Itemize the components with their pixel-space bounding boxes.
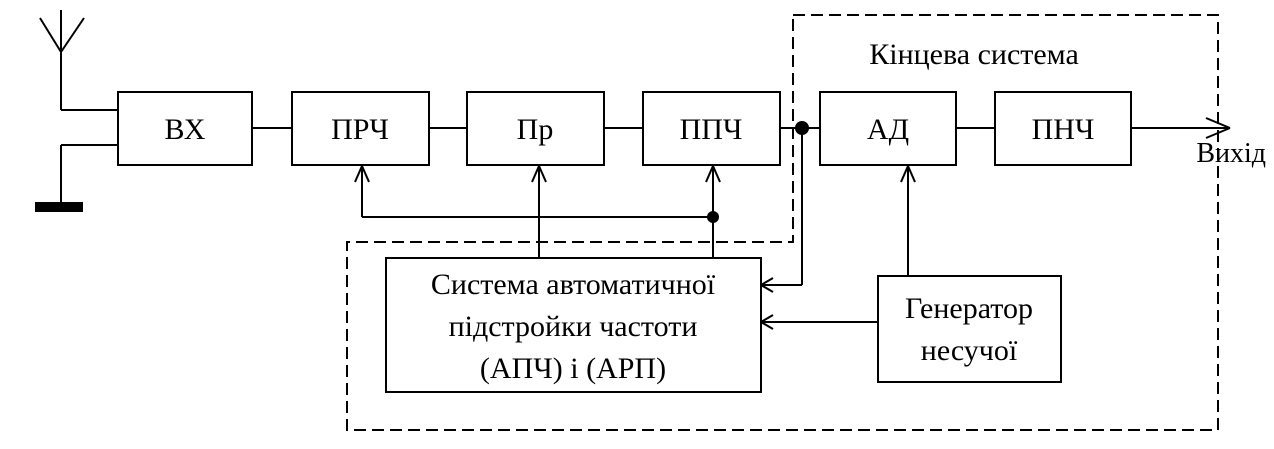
final-system-boundary — [346, 14, 1219, 431]
block-pnch-label: ПНЧ — [1032, 113, 1095, 146]
block-pnch: ПНЧ — [994, 91, 1132, 166]
ground-icon — [35, 144, 118, 212]
block-ppch-label: ППЧ — [680, 113, 743, 146]
control-bus — [354, 165, 721, 258]
generator-to-apch — [760, 314, 878, 330]
generator-to-ad — [900, 165, 916, 276]
block-pr-label: Пр — [517, 113, 554, 146]
block-ad: АД — [819, 91, 957, 166]
block-pr: Пр — [466, 91, 605, 166]
generator-line-2: несучої — [921, 334, 1018, 367]
block-prch: ПРЧ — [291, 91, 430, 166]
block-vx: ВХ — [117, 91, 253, 166]
block-ad-label: АД — [867, 113, 909, 146]
output-arrow — [1205, 117, 1231, 139]
block-prch-label: ПРЧ — [331, 113, 389, 146]
block-vx-label: ВХ — [165, 113, 206, 146]
block-carrier-generator: Генератор несучої — [877, 275, 1062, 383]
control-to-pr — [531, 165, 547, 258]
output-label: Вихід — [1196, 138, 1266, 169]
ppch-output-junction — [760, 121, 809, 293]
generator-line-1: Генератор — [905, 292, 1033, 325]
final-system-label: Кінцева система — [869, 38, 1079, 71]
antenna-icon — [39, 10, 118, 111]
apch-line-1: Система автоматичної — [431, 268, 716, 301]
block-apch-system: Система автоматичної підстройки частоти … — [385, 257, 762, 393]
apch-line-2: підстройки частоти — [449, 310, 698, 343]
apch-line-3: (АПЧ) і (АРП) — [480, 352, 666, 385]
block-ppch: ППЧ — [642, 91, 781, 166]
